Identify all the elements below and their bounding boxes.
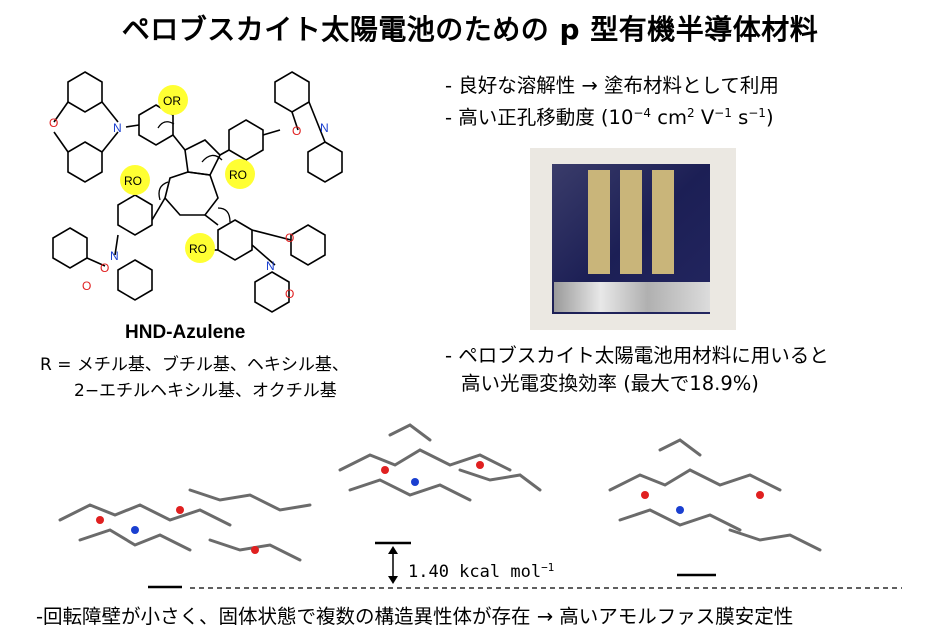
ro-label: RO [229, 168, 247, 182]
oxygen-label: O [285, 287, 294, 301]
conformer-models [58, 423, 902, 589]
mobility-bullet: - 高い正孔移動度 (10−4 cm2 V−1 s−1) [445, 106, 774, 129]
conformer-model-right [608, 438, 822, 552]
solar-cell-device-photo [530, 148, 736, 330]
conformer-model-middle [338, 423, 542, 502]
page-title: ペロブスカイト太陽電池のための p 型有機半導体材料 [121, 13, 819, 46]
nitrogen-label: N [113, 121, 122, 135]
nitrogen-label: N [266, 259, 275, 273]
conformer-model-left [58, 488, 312, 562]
ro-label: RO [189, 242, 207, 256]
oxygen-label: O [292, 124, 301, 138]
conclusion-text: -回転障壁が小さく、固体状態で複数の構造異性体が存在 → 高いアモルファス膜安定… [36, 605, 794, 628]
or-label: OR [163, 94, 181, 108]
r-definition-line: R = メチル基、ブチル基、ヘキシル基、 [40, 355, 349, 375]
oxygen-label: O [285, 231, 294, 245]
efficiency-bullet: - ペロブスカイト太陽電池用材料に用いると 高い光電変換効率 (最大で18.9%… [445, 344, 829, 395]
rotation-barrier-label: 1.40 kcal mol−1 [408, 561, 555, 582]
oxygen-label: O [82, 279, 91, 293]
r-group-definition: R = メチル基、ブチル基、ヘキシル基、 2−エチルヘキシル基、オクチル基 [40, 352, 349, 404]
oxygen-label: O [49, 116, 58, 130]
hnd-azulene-structure: OR RO RO RO O N O N N O O N O O [49, 71, 343, 313]
nitrogen-label: N [110, 249, 119, 263]
ro-label: RO [124, 174, 142, 188]
oxygen-label: O [100, 261, 109, 275]
nitrogen-label: N [320, 121, 329, 135]
compound-name: HND-Azulene [125, 322, 246, 343]
solubility-bullet: - 良好な溶解性 → 塗布材料として利用 [445, 74, 779, 97]
r-definition-line: 2−エチルヘキシル基、オクチル基 [74, 381, 337, 401]
